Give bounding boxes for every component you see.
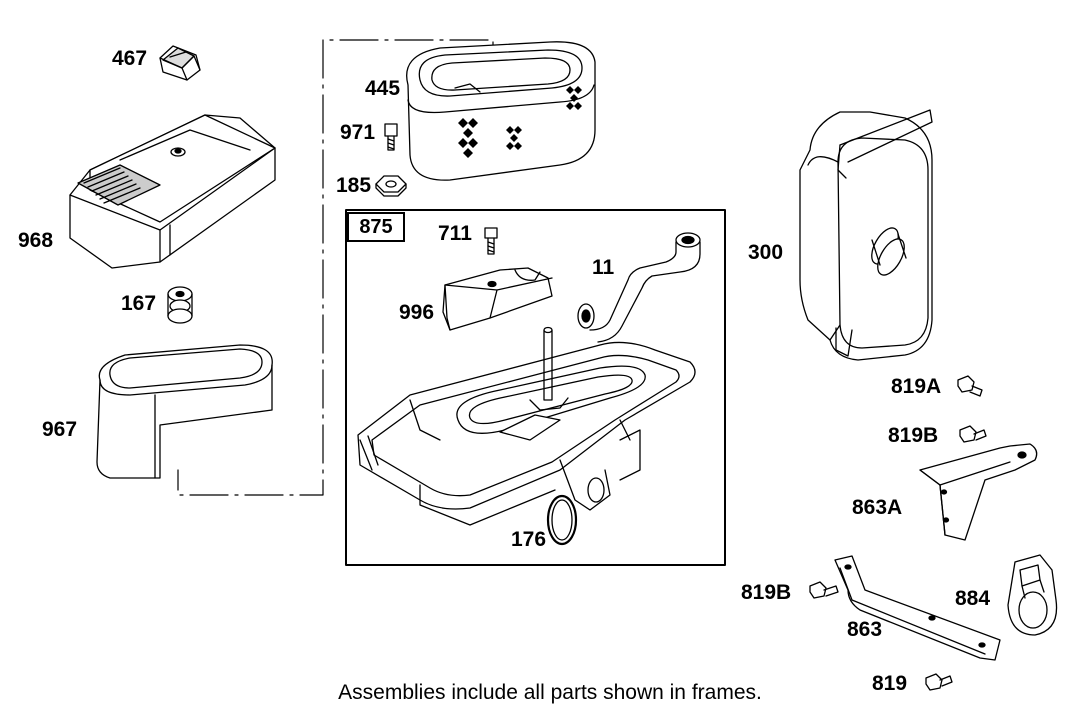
label-819: 819 [872, 672, 908, 695]
part-445-filter-icon [407, 42, 595, 180]
label-467: 467 [112, 47, 148, 70]
part-167-grommet-icon [168, 287, 192, 323]
label-863a: 863A [852, 496, 903, 519]
assembly-frame-875 [346, 210, 725, 565]
part-819a-screw-icon [958, 376, 982, 396]
base-assembly-icon [358, 328, 695, 526]
label-968: 968 [18, 229, 54, 252]
diagram-caption: Assemblies include all parts shown in fr… [338, 681, 762, 704]
part-884-clamp-icon [1008, 555, 1057, 635]
part-11-tube-icon [578, 233, 700, 342]
label-863: 863 [847, 618, 883, 641]
part-863-strap-icon [835, 556, 1000, 660]
label-445: 445 [365, 77, 401, 100]
label-819b-bottom: 819B [741, 581, 792, 604]
label-300: 300 [748, 241, 784, 264]
part-967-precleaner-icon [97, 345, 272, 478]
part-819-screw-icon [926, 674, 952, 690]
part-300-muffler-icon [800, 110, 932, 360]
part-176-oring-icon [548, 496, 576, 544]
label-971: 971 [340, 121, 376, 144]
label-185: 185 [336, 174, 372, 197]
part-819b-bottom-screw-icon [810, 582, 838, 598]
label-176: 176 [511, 528, 547, 551]
part-711-screw-icon [485, 228, 497, 254]
label-875: 875 [347, 212, 405, 242]
label-884: 884 [955, 587, 991, 610]
part-819b-top-screw-icon [960, 426, 986, 442]
part-968-cover-icon [70, 115, 275, 268]
label-996: 996 [399, 301, 435, 324]
label-967: 967 [42, 418, 78, 441]
part-971-screw-icon [385, 124, 397, 150]
part-863a-bracket-icon [920, 444, 1037, 540]
part-185-nut-icon [376, 176, 406, 196]
part-996-bracket-icon [443, 268, 552, 330]
label-819b-top: 819B [888, 424, 939, 447]
label-11: 11 [592, 256, 615, 279]
leader-line [178, 40, 493, 495]
label-711: 711 [438, 222, 472, 245]
part-467-knob-icon [160, 46, 200, 80]
label-167: 167 [121, 292, 157, 315]
label-819a: 819A [891, 375, 942, 398]
